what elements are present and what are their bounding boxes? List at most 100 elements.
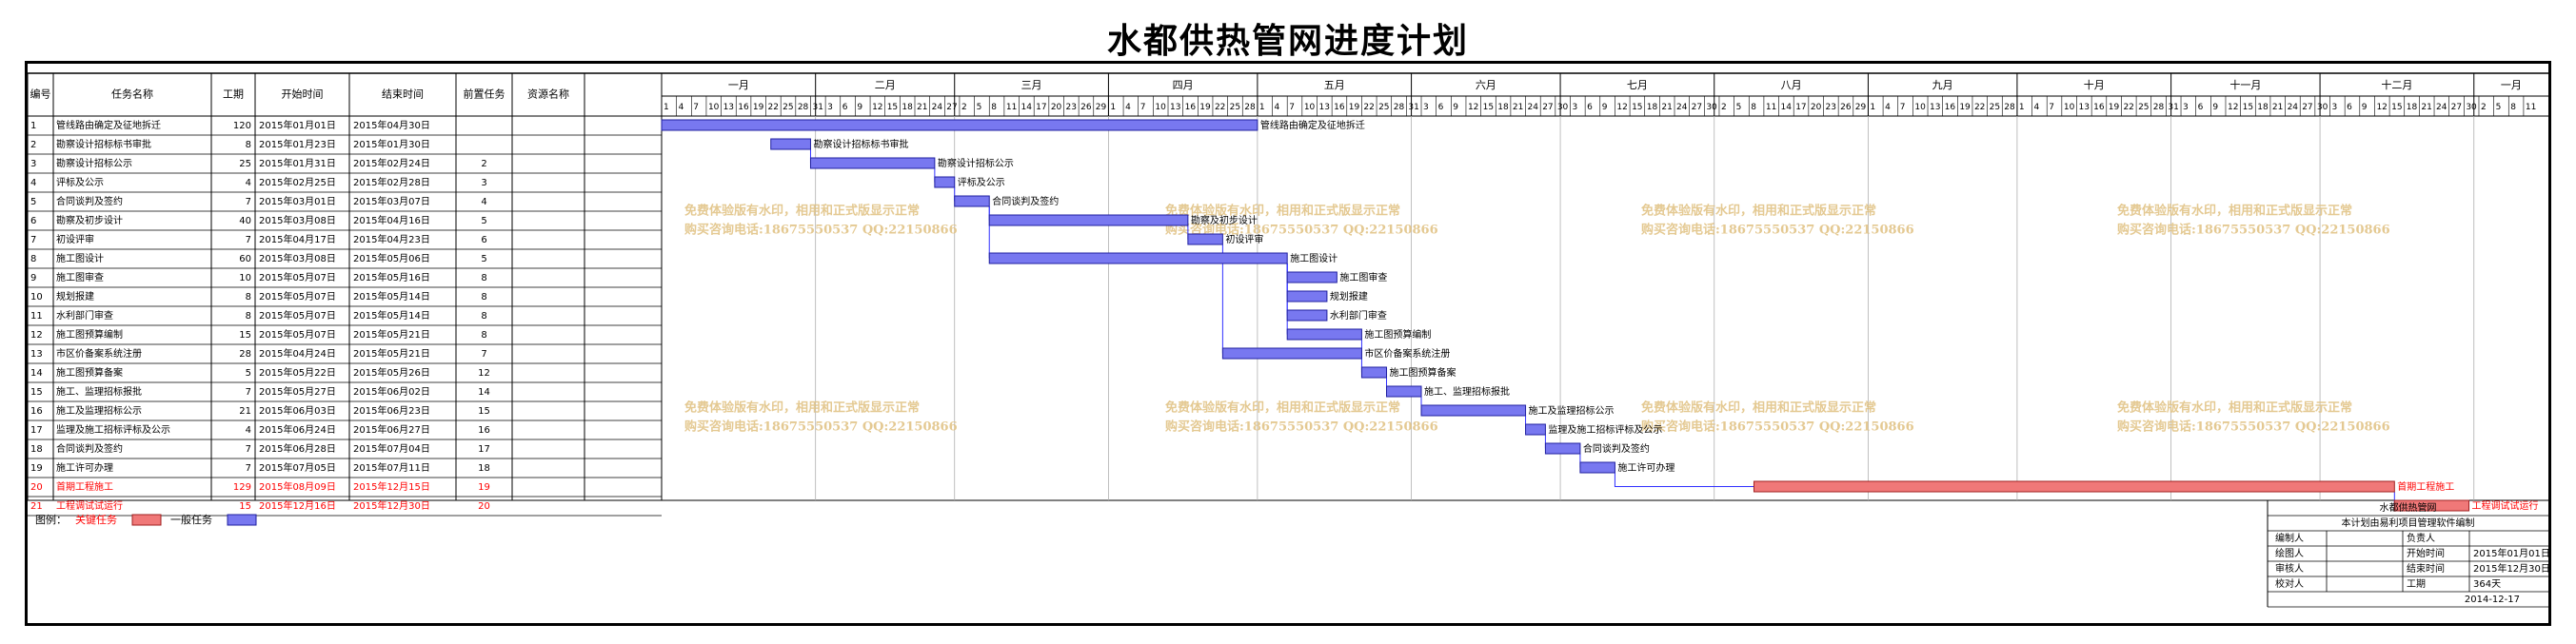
day-label: 18 (902, 103, 913, 112)
gantt-bar (1286, 328, 1362, 341)
task-id: 15 (30, 387, 43, 398)
task-duration: 15 (239, 330, 251, 341)
task-start: 2015年08月09日 (259, 480, 336, 493)
task-end: 2015年07月11日 (353, 461, 430, 474)
day-label: 5 (1736, 103, 1742, 112)
task-end: 2015年02月24日 (353, 157, 430, 169)
task-name: 施工许可办理 (56, 461, 113, 474)
task-name: 施工图审查 (56, 271, 104, 283)
day-label: 6 (1587, 103, 1593, 112)
day-label: 5 (2496, 103, 2502, 112)
bar-label: 施工图预算备案 (1390, 366, 1456, 379)
task-duration: 7 (246, 387, 251, 398)
day-label: 31 (1408, 103, 1418, 112)
watermark-text: 免费体验版有水印，相用和正式版显示正常 (684, 204, 920, 219)
day-label: 6 (1438, 103, 1444, 112)
task-duration: 7 (246, 235, 251, 245)
day-label: 27 (2451, 103, 2462, 112)
task-id: 17 (30, 425, 43, 436)
legend-critical-swatch (131, 514, 162, 526)
day-label: 30 (2317, 103, 2328, 112)
task-duration: 120 (233, 121, 251, 131)
task-end: 2015年02月28日 (353, 176, 430, 188)
day-label: 21 (1661, 103, 1672, 112)
task-end: 2015年05月21日 (353, 328, 430, 341)
day-label: 29 (1096, 103, 1107, 112)
day-label: 15 (1483, 103, 1494, 112)
task-id: 10 (30, 292, 43, 302)
day-label: 22 (768, 103, 779, 112)
month-label: 七月 (1627, 79, 1648, 91)
day-label: 10 (1155, 103, 1166, 112)
day-label: 1 (1870, 103, 1875, 112)
bar-label: 初设评审 (1225, 233, 1263, 245)
legend-label: 图例： (35, 513, 67, 526)
day-label: 25 (1230, 103, 1240, 112)
task-predecessor: 16 (478, 425, 490, 436)
task-name: 勘察设计招标公示 (56, 157, 132, 169)
column-header: 资源名称 (527, 88, 569, 101)
bar-label: 工程调试试运行 (2472, 499, 2539, 512)
gantt-bar (1187, 233, 1223, 245)
gantt-bar (1221, 347, 1362, 360)
task-end: 2015年12月15日 (353, 480, 430, 493)
day-label: 22 (2123, 103, 2133, 112)
day-label: 27 (1692, 103, 1702, 112)
day-label: 29 (1855, 103, 1867, 112)
legend-normal-label: 一般任务 (170, 514, 212, 526)
task-id: 18 (30, 444, 43, 455)
task-start: 2015年06月03日 (259, 404, 336, 417)
day-label: 25 (1990, 103, 2000, 112)
task-start: 2015年03月08日 (259, 214, 336, 226)
day-label: 26 (1080, 103, 1092, 112)
day-label: 8 (991, 103, 997, 112)
info-label: 工期 (2407, 578, 2426, 590)
task-end: 2015年07月04日 (353, 442, 430, 455)
day-label: 24 (932, 103, 943, 112)
task-name: 合同谈判及签约 (56, 442, 123, 455)
task-name: 管线路由确定及征地拆迁 (56, 119, 161, 131)
bar-label: 施工、监理招标报批 (1424, 385, 1510, 398)
day-label: 24 (2288, 103, 2299, 112)
column-header: 编号 (30, 88, 51, 101)
task-start: 2015年05月07日 (259, 328, 336, 341)
task-predecessor: 8 (481, 292, 486, 302)
task-predecessor: 17 (478, 444, 490, 455)
day-label: 30 (1706, 103, 1717, 112)
bar-label: 施工及监理招标公示 (1529, 404, 1615, 417)
task-name: 合同谈判及签约 (56, 195, 123, 207)
day-label: 7 (693, 103, 699, 112)
task-predecessor: 6 (481, 235, 486, 245)
task-start: 2015年04月24日 (259, 347, 336, 360)
day-label: 9 (857, 103, 862, 112)
task-predecessor: 3 (481, 178, 486, 188)
day-label: 24 (2436, 103, 2447, 112)
task-name: 工程调试试运行 (56, 499, 123, 512)
task-end: 2015年06月27日 (353, 423, 430, 436)
watermark-text: 购买咨询电话:18675550537 QQ:22150866 (1165, 223, 1438, 238)
day-label: 11 (2526, 103, 2536, 112)
day-label: 21 (917, 103, 927, 112)
task-name: 规划报建 (56, 290, 94, 302)
day-label: 7 (1289, 103, 1295, 112)
task-id: 3 (30, 159, 36, 169)
day-label: 15 (1632, 103, 1642, 112)
day-label: 16 (738, 103, 749, 112)
day-label: 28 (798, 103, 809, 112)
day-label: 1 (2019, 103, 2025, 112)
day-label: 15 (2243, 103, 2253, 112)
bar-label: 监理及施工招标评标及公示 (1548, 423, 1662, 436)
day-label: 13 (723, 103, 734, 112)
day-label: 8 (2510, 103, 2516, 112)
day-label: 10 (1304, 103, 1316, 112)
day-label: 17 (1795, 103, 1806, 112)
gantt-bar (988, 252, 1288, 264)
info-note: 本计划由易利项目管理软件编制 (2342, 517, 2475, 529)
day-label: 10 (708, 103, 720, 112)
gantt-bar (1286, 271, 1338, 283)
gantt-bar (954, 195, 990, 207)
task-duration: 7 (246, 463, 251, 474)
day-label: 10 (1914, 103, 1926, 112)
task-end: 2015年04月16日 (353, 214, 430, 226)
task-predecessor: 14 (478, 387, 490, 398)
